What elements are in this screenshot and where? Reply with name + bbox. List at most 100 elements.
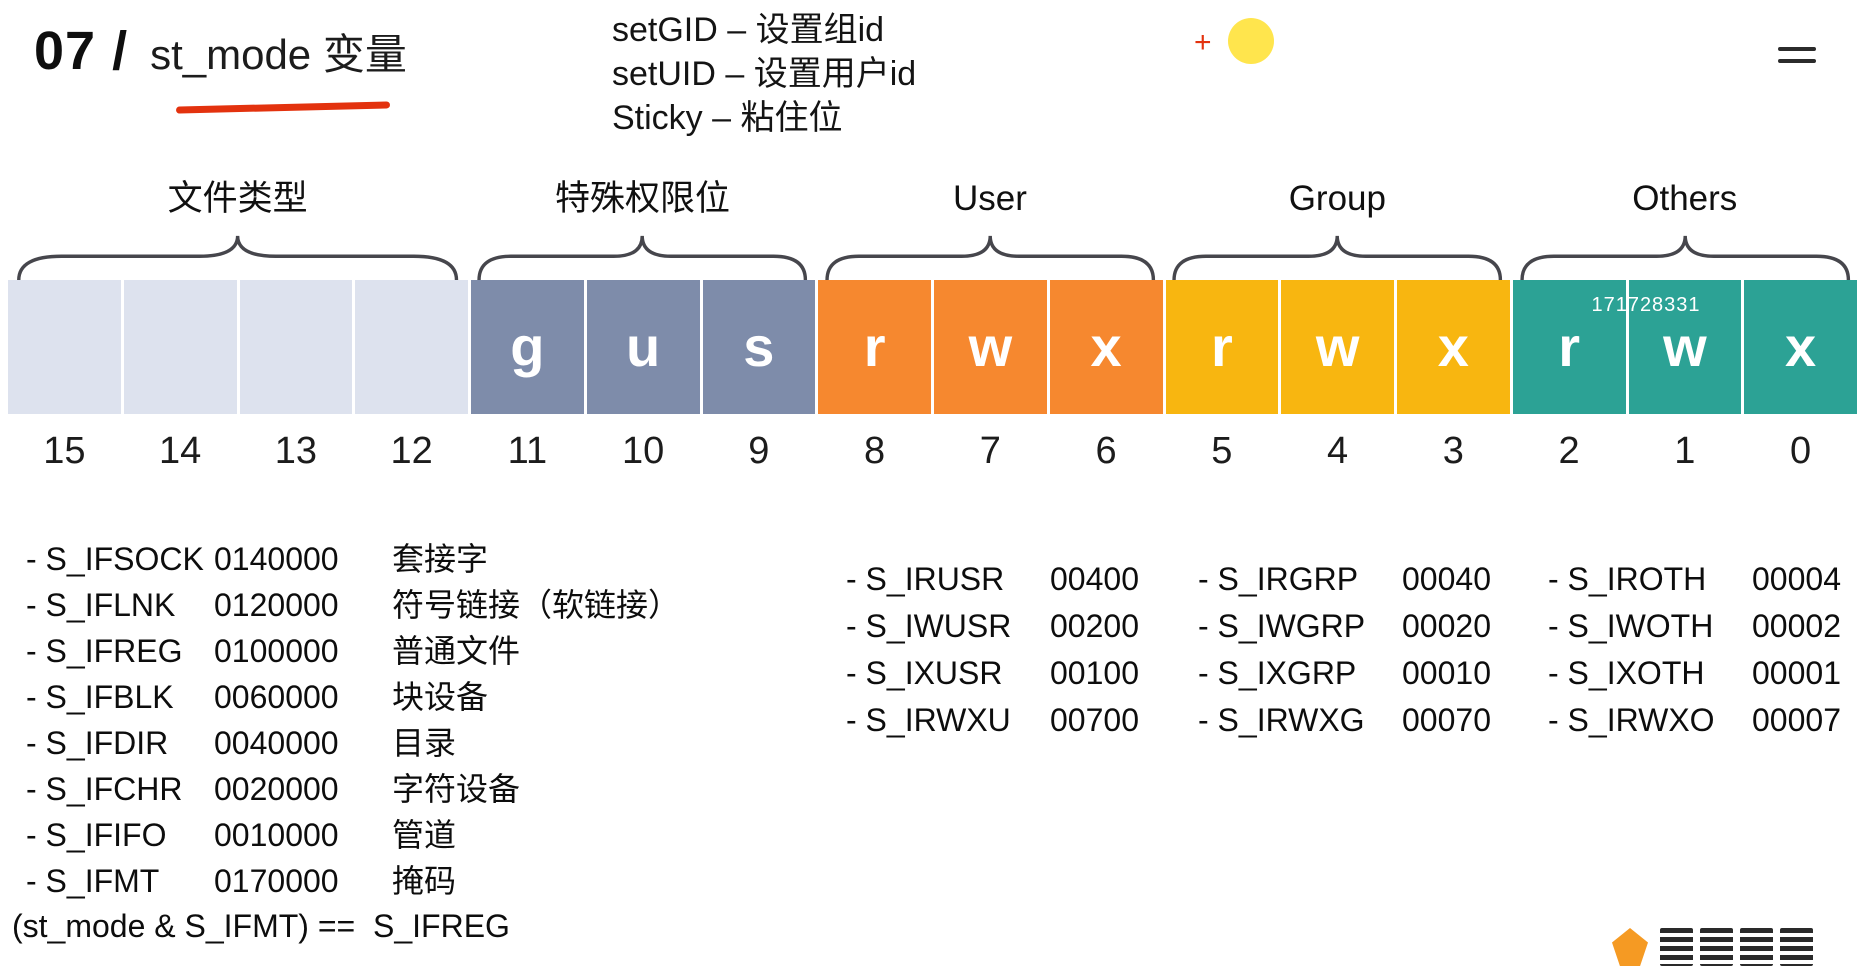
- perm-value: 00400: [1050, 561, 1139, 597]
- bit-cell: r: [1165, 280, 1279, 414]
- file-type-name: - S_IFMT: [26, 863, 160, 899]
- bit-letter: u: [626, 315, 661, 378]
- perm-name: - S_IXOTH: [1548, 655, 1705, 691]
- bit-letter: r: [1558, 315, 1581, 378]
- perm-name: - S_IXGRP: [1198, 655, 1357, 691]
- bit-cell: [355, 280, 468, 414]
- bit-letter: r: [863, 315, 886, 378]
- note-line: Sticky – 粘住位: [612, 99, 843, 137]
- bitfield-group-others: Others: [1513, 168, 1857, 280]
- file-type-desc: 普通文件: [392, 633, 521, 669]
- bit-letter: g: [510, 315, 545, 378]
- perm-value: 00100: [1050, 655, 1139, 691]
- brace-icon: [822, 228, 1158, 280]
- perm-row: - S_IXOTH 00001: [1548, 650, 1841, 697]
- perm-name: - S_IWOTH: [1548, 608, 1714, 644]
- mode-expression: (st_mode & S_IFMT) == S_IFREG: [12, 908, 510, 944]
- bit-letter: x: [1785, 315, 1817, 378]
- file-type-octal: 0140000: [214, 541, 339, 577]
- note-line: setUID – 设置用户id: [612, 55, 917, 93]
- perm-row: - S_IWOTH 00002: [1548, 603, 1841, 650]
- file-type-name: - S_IFBLK: [26, 679, 174, 715]
- file-type-name: - S_IFLNK: [26, 587, 176, 623]
- bit-letter: r: [1210, 315, 1233, 378]
- menu-icon[interactable]: [1778, 47, 1816, 71]
- file-type-name: - S_IFSOCK: [26, 541, 204, 577]
- file-type-name: - S_IFDIR: [26, 725, 169, 761]
- file-type-desc: 符号链接（软链接）: [392, 587, 681, 623]
- perm-name: - S_IWGRP: [1198, 608, 1366, 644]
- file-type-name: - S_IFREG: [26, 633, 183, 669]
- perm-value: 00200: [1050, 608, 1139, 644]
- file-type-desc: 管道: [392, 817, 457, 853]
- perm-row: - S_IXGRP 00010: [1198, 650, 1491, 697]
- title-block: 07 / st_mode 变量: [34, 20, 407, 114]
- perm-name: - S_IRUSR: [846, 561, 1005, 597]
- file-type-name: - S_IFCHR: [26, 771, 183, 807]
- bit-letter: x: [1437, 315, 1469, 378]
- bit-number: 3: [1442, 430, 1464, 472]
- bit-cell: x: [1049, 280, 1163, 414]
- bit-cell: w: [1281, 280, 1394, 414]
- bitfield-group-user: User: [818, 168, 1162, 280]
- bit-number: 4: [1327, 430, 1349, 472]
- bit-cell: [8, 280, 121, 414]
- group-label-group: Group: [1288, 179, 1386, 218]
- bit-cell: u: [586, 280, 700, 414]
- bit-number: 6: [1095, 430, 1117, 472]
- bit-cell: r: [818, 280, 931, 414]
- bit-cell: w: [1628, 280, 1742, 414]
- bitfield-group-group: Group: [1165, 168, 1509, 280]
- bit-number: 10: [621, 430, 665, 472]
- perm-value: 00010: [1402, 655, 1491, 691]
- group-label-others: Others: [1632, 179, 1738, 218]
- perm-value: 00001: [1752, 655, 1841, 691]
- file-type-desc: 目录: [392, 725, 457, 761]
- bit-number: 5: [1211, 430, 1233, 472]
- bit-number: 14: [158, 430, 202, 472]
- file-type-octal: 0060000: [214, 679, 339, 715]
- bit-number: 8: [864, 430, 886, 472]
- slide-number: 07 /: [34, 21, 129, 81]
- brace-file-type: [8, 228, 467, 280]
- file-type-octal: 0020000: [214, 771, 339, 807]
- file-type-desc: 掩码: [392, 863, 457, 899]
- perm-value: 00700: [1050, 702, 1139, 738]
- file-type-octal: 0010000: [214, 817, 339, 853]
- file-type-octal: 0100000: [214, 633, 339, 669]
- perm-value: 00004: [1752, 561, 1841, 597]
- page-title: st_mode 变量: [150, 31, 407, 78]
- brand-logo: [1612, 928, 1813, 966]
- bit-number: 11: [507, 430, 548, 472]
- bit-number: 13: [274, 430, 318, 472]
- bit-cell: [239, 280, 353, 414]
- perm-value: 00040: [1402, 561, 1491, 597]
- bit-letter: w: [968, 315, 1013, 378]
- brace-group: [1165, 228, 1509, 280]
- pointer-dot: [1228, 18, 1274, 64]
- bit-letter: w: [1663, 315, 1707, 378]
- bitfield-group-file-type: 文件类型: [8, 168, 467, 280]
- perm-value: 00002: [1752, 608, 1841, 644]
- perm-value: 00070: [1402, 702, 1491, 738]
- bit-letter: x: [1090, 315, 1122, 378]
- brace-icon: [1169, 228, 1505, 280]
- bit-letter: s: [743, 315, 775, 378]
- bit-number: 15: [43, 430, 86, 472]
- bit-cell: x: [1744, 280, 1857, 414]
- perm-value: 00020: [1402, 608, 1491, 644]
- bit-cell: [123, 280, 237, 414]
- perm-row: - S_IRUSR 00400: [846, 556, 1139, 603]
- perm-name: - S_IRWXG: [1198, 702, 1365, 738]
- file-type-desc: 字符设备: [392, 771, 521, 807]
- group-label-user: User: [952, 179, 1027, 218]
